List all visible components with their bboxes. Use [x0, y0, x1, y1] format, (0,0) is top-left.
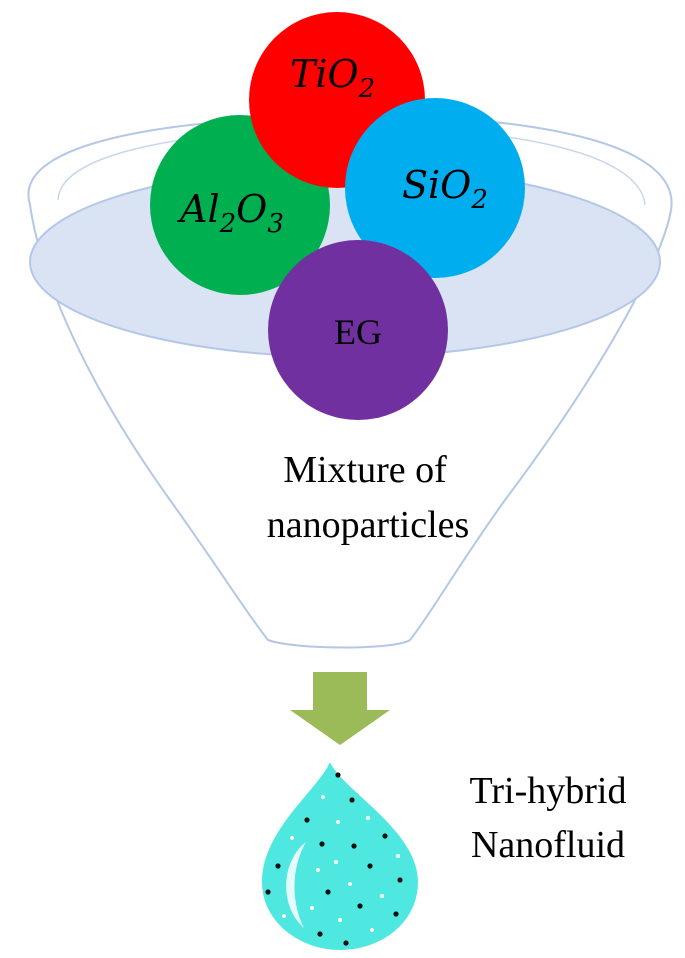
result-line1: Tri-hybrid: [470, 770, 627, 812]
particle-eg: EG: [268, 240, 448, 420]
droplet-shape: [262, 762, 418, 950]
droplet-icon: [262, 762, 418, 950]
funnel-caption-line2: nanoparticles: [267, 504, 470, 546]
result-line2: Nanofluid: [471, 824, 625, 866]
tio2-label: TiO2: [290, 52, 375, 104]
down-arrow-icon: [290, 672, 390, 745]
particle-sio2: SiO2: [345, 98, 525, 278]
al2o3-label: Al2O3: [177, 187, 284, 239]
droplet-highlight: [286, 842, 306, 928]
funnel-caption-line1: Mixture of: [283, 449, 447, 491]
sio2-circle: [345, 98, 525, 278]
droplet-particles: [265, 772, 403, 946]
eg-circle: [268, 240, 448, 420]
eg-label: EG: [334, 312, 382, 352]
sio2-label: SiO2: [402, 163, 488, 215]
